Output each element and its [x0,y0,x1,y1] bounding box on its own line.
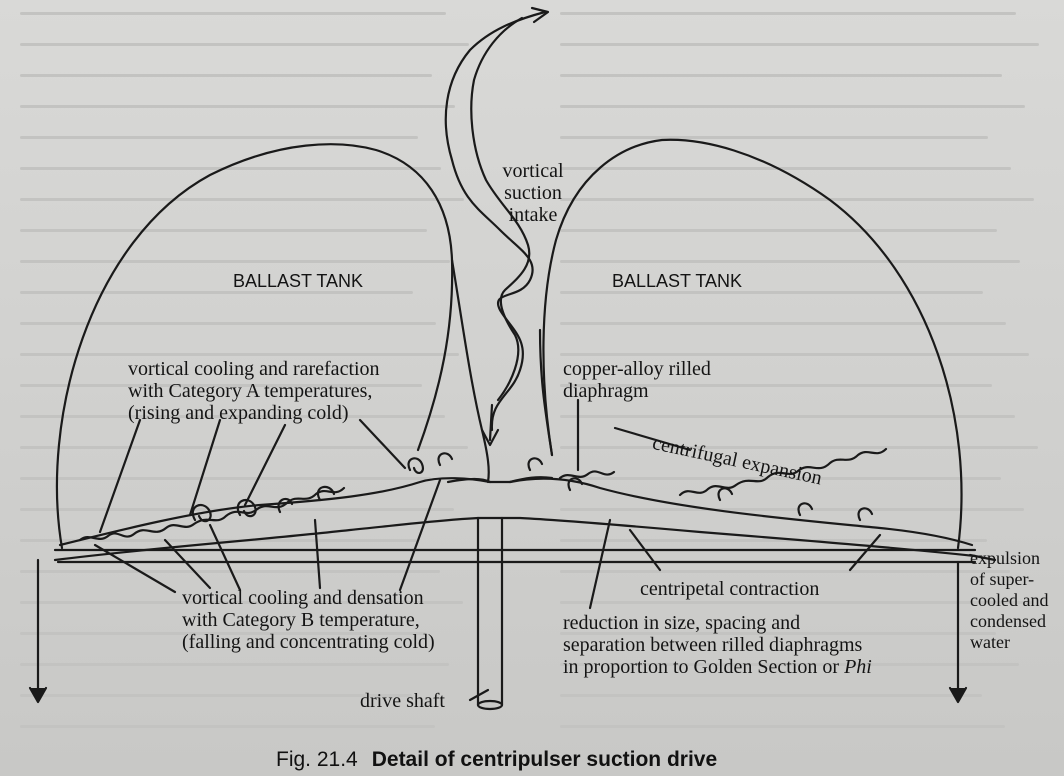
leader-centripetal-2 [850,535,880,570]
phi-label: Phi [844,656,872,678]
drive-shaft-end [478,701,502,709]
cooling-densation-label: vortical cooling and densation with Cate… [182,587,435,653]
reduction-label: reduction in size, spacing and separatio… [563,612,872,678]
leader-densation-3 [210,525,240,590]
eddies-left [193,453,452,521]
down-arrow [490,405,492,440]
leader-reduction [590,520,610,608]
cooling-rarefaction-label: vortical cooling and rarefaction with Ca… [128,358,380,424]
leader-densation-5 [400,480,440,590]
figure-caption: Fig. 21.4 Detail of centripulser suction … [276,748,717,772]
leader-rarefaction-3 [245,425,285,505]
expulsion-label: expulsion of super- cooled and condensed… [970,548,1064,653]
upper-diaphragm [60,478,972,545]
leader-rarefaction-1 [100,420,140,532]
centripetal-contraction-label: centripetal contraction [640,578,819,600]
vortical-suction-intake-label: vortical suction intake [498,160,568,226]
drive-shaft-label: drive shaft [360,690,445,712]
leader-densation-4 [315,520,320,588]
copper-alloy-label: copper-alloy rilled diaphragm [563,358,711,402]
leader-densation-2 [165,540,210,588]
right-tank-dome [543,140,961,548]
leader-rarefaction-4 [360,420,405,468]
figure-number: Fig. 21.4 [276,748,358,771]
intake-funnel-right [540,330,552,455]
left-down-arrow-head [30,688,46,702]
figure-title: Detail of centripulser suction drive [372,748,717,771]
intake-funnel-left [452,260,489,482]
ballast-tank-left-label: BALLAST TANK [233,270,363,292]
ballast-tank-right-label: BALLAST TANK [612,270,742,292]
right-down-arrow-head [950,688,966,702]
turbulence-left [80,488,344,540]
leader-rarefaction-2 [190,420,220,515]
